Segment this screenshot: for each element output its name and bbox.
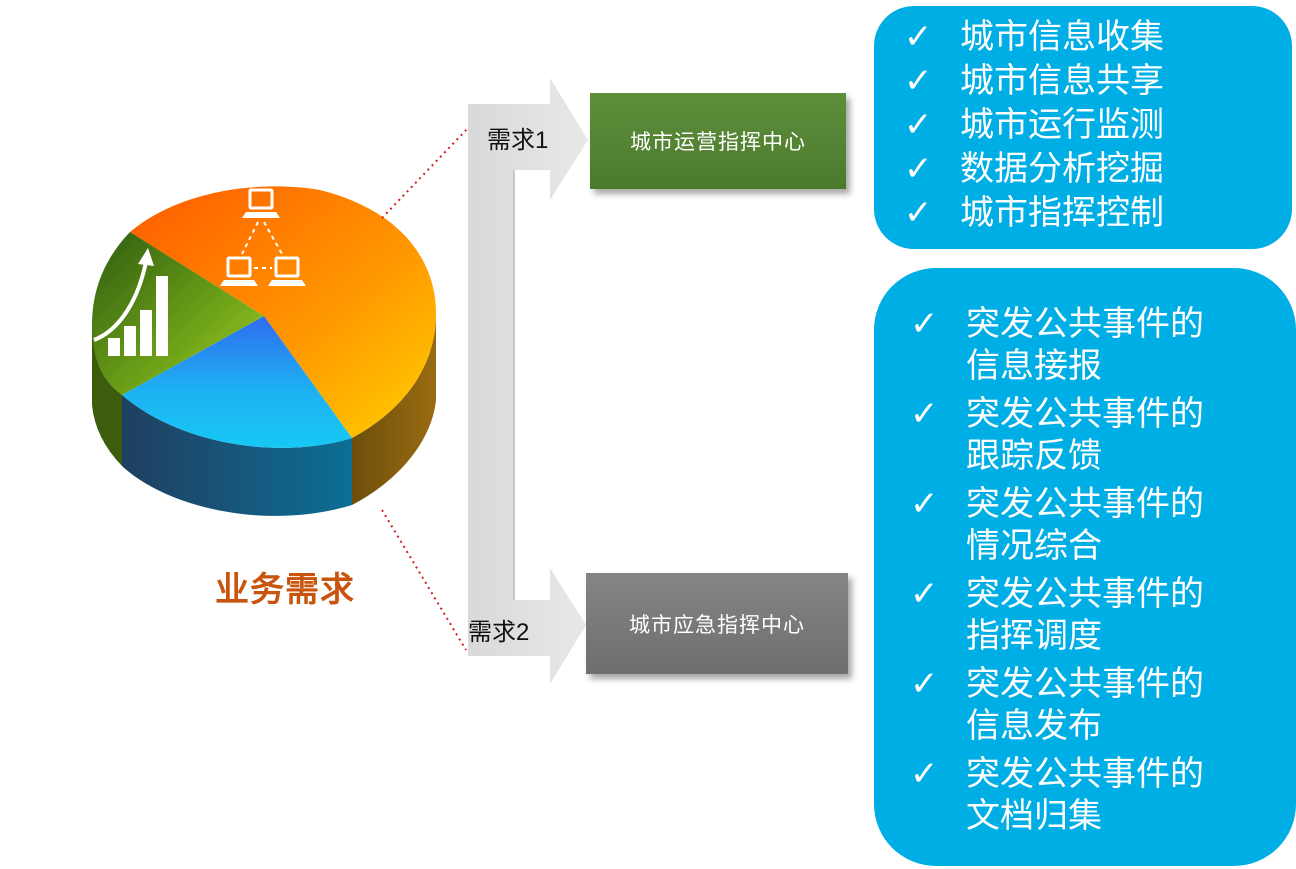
- list-item-label: 城市指挥控制: [960, 193, 1164, 233]
- check-icon: ✓: [910, 754, 939, 794]
- check-icon: ✓: [904, 61, 933, 101]
- arrow-upper: [468, 78, 588, 600]
- arrow-lower: [468, 568, 586, 684]
- list-item: ✓ 城市信息共享: [874, 59, 1292, 103]
- connector-top: [381, 127, 469, 219]
- list-item: ✓ 突发公共事件的跟踪反馈: [874, 393, 1296, 477]
- list-item: ✓ 突发公共事件的指挥调度: [874, 573, 1296, 657]
- list-item: ✓ 突发公共事件的信息接报: [874, 303, 1296, 387]
- list-item-label: 数据分析挖掘: [960, 149, 1164, 189]
- list-item: ✓ 数据分析挖掘: [874, 147, 1292, 191]
- list-item-line-1: 突发公共事件的: [966, 304, 1204, 344]
- check-icon: ✓: [904, 193, 933, 233]
- network-computers-icon: [220, 188, 306, 286]
- list-item-line-1: 突发公共事件的: [966, 574, 1204, 614]
- list-item-label: 城市运行监测: [960, 105, 1164, 145]
- need-1-label: 需求1: [487, 127, 549, 154]
- list-item-label: 城市信息收集: [960, 17, 1164, 57]
- pie-side-orange: [352, 313, 436, 505]
- check-icon: ✓: [910, 574, 939, 614]
- check-icon: ✓: [910, 394, 939, 434]
- ops-command-center-box: 城市运营指挥中心: [590, 93, 846, 189]
- list-item: ✓ 城市运行监测: [874, 103, 1292, 147]
- list-item-line-2: 信息接报: [966, 346, 1102, 386]
- list-item: ✓ 突发公共事件的情况综合: [874, 483, 1296, 567]
- ops-functions-list: ✓ 城市信息收集 ✓ 城市信息共享 ✓ 城市运行监测 ✓ 数据分析挖掘 ✓ 城市指挥控制: [874, 15, 1292, 235]
- pie-slice-orange: [130, 186, 436, 438]
- emergency-functions-list: ✓ 突发公共事件的信息接报 ✓ 突发公共事件的跟踪反馈 ✓ 突发公共事件的情况综合 ✓…: [874, 303, 1296, 837]
- list-item-line-2: 情况综合: [966, 526, 1102, 566]
- emergency-command-center-label: 城市应急指挥中心: [629, 612, 805, 637]
- pie-side-blue: [122, 395, 352, 516]
- growth-bar-chart-icon: [93, 248, 168, 356]
- pie-caption: 业务需求: [215, 570, 355, 610]
- list-item-label: 城市信息共享: [960, 61, 1164, 101]
- list-item-line-1: 突发公共事件的: [966, 754, 1204, 794]
- check-icon: ✓: [904, 149, 933, 189]
- list-item: ✓ 城市指挥控制: [874, 191, 1292, 235]
- connector-bottom: [381, 509, 467, 651]
- list-item-line-1: 突发公共事件的: [966, 484, 1204, 524]
- emergency-command-center-box: 城市应急指挥中心: [586, 573, 848, 674]
- list-item-line-2: 信息发布: [966, 706, 1102, 746]
- list-item: ✓ 城市信息收集: [874, 15, 1292, 59]
- ops-functions-panel: ✓ 城市信息收集 ✓ 城市信息共享 ✓ 城市运行监测 ✓ 数据分析挖掘 ✓ 城市指挥控制: [874, 6, 1292, 249]
- ops-command-center-label: 城市运营指挥中心: [630, 130, 806, 154]
- check-icon: ✓: [910, 664, 939, 704]
- check-icon: ✓: [904, 105, 933, 145]
- list-item: ✓ 突发公共事件的信息发布: [874, 663, 1296, 747]
- check-icon: ✓: [904, 17, 933, 57]
- list-item: ✓ 突发公共事件的文档归集: [874, 753, 1296, 837]
- list-item-line-2: 文档归集: [966, 796, 1102, 836]
- list-item-line-1: 突发公共事件的: [966, 664, 1204, 704]
- list-item-line-1: 突发公共事件的: [966, 394, 1204, 434]
- emergency-functions-panel: ✓ 突发公共事件的信息接报 ✓ 突发公共事件的跟踪反馈 ✓ 突发公共事件的情况综合 ✓…: [874, 268, 1296, 866]
- check-icon: ✓: [910, 484, 939, 524]
- check-icon: ✓: [910, 304, 939, 344]
- list-item-line-2: 指挥调度: [966, 616, 1102, 656]
- pie-slice-blue: [122, 316, 352, 448]
- list-item-line-2: 跟踪反馈: [966, 436, 1102, 476]
- branch-arrows: [468, 78, 588, 684]
- need-2-label: 需求2: [468, 619, 530, 646]
